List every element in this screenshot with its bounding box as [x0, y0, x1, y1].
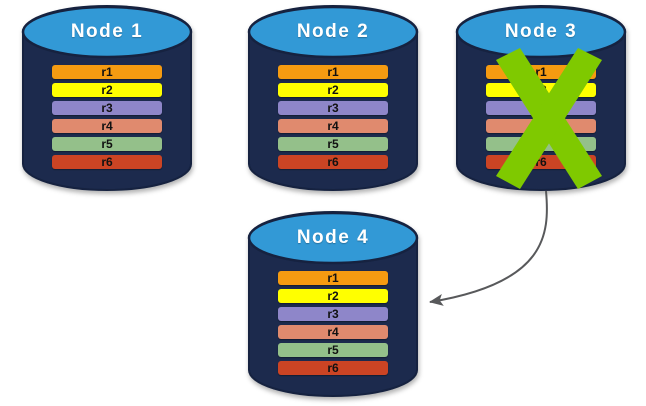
- node-4-row-r4[interactable]: r4: [278, 325, 388, 339]
- node-4-row-r1[interactable]: r1: [278, 271, 388, 285]
- node-3-row-label-r3: r3: [535, 101, 547, 115]
- node-4-row-r5[interactable]: r5: [278, 343, 388, 357]
- node-1-row-r4[interactable]: r4: [52, 119, 162, 133]
- node-1-row-label-r1: r1: [101, 65, 113, 79]
- node-2-row-label-r5: r5: [327, 137, 339, 151]
- node-4-row-label-r1: r1: [327, 271, 339, 285]
- node-1-row-label-r6: r6: [101, 155, 113, 169]
- node-2-row-r6[interactable]: r6: [278, 155, 388, 169]
- node-3-row-r5[interactable]: r5: [486, 137, 596, 151]
- node-3-row-r4[interactable]: r4: [486, 119, 596, 133]
- node-2-row-r2[interactable]: r2: [278, 83, 388, 97]
- node-4-row-r6[interactable]: r6: [278, 361, 388, 375]
- node-1-row-label-r5: r5: [101, 137, 113, 151]
- node-4-row-label-r2: r2: [327, 289, 339, 303]
- node-2-row-r1[interactable]: r1: [278, 65, 388, 79]
- node-2-rows: r1 r2 r3 r4 r5 r6: [248, 65, 418, 169]
- node-3-row-label-r6: r6: [535, 155, 547, 169]
- node-1-row-r2[interactable]: r2: [52, 83, 162, 97]
- node-1-row-label-r2: r2: [101, 83, 113, 97]
- node-1-row-label-r4: r4: [101, 119, 113, 133]
- node-3-row-label-r4: r4: [535, 119, 547, 133]
- replication-arrow-path: [429, 190, 548, 306]
- node-4-rows: r1 r2 r3 r4 r5 r6: [248, 271, 418, 375]
- node-3-row-r6[interactable]: r6: [486, 155, 596, 169]
- node-1-row-r1[interactable]: r1: [52, 65, 162, 79]
- node-1-row-r5[interactable]: r5: [52, 137, 162, 151]
- node-3-row-r1[interactable]: r1: [486, 65, 596, 79]
- node-1-row-r6[interactable]: r6: [52, 155, 162, 169]
- node-3-row-r2[interactable]: r2: [486, 83, 596, 97]
- node-4-row-r3[interactable]: r3: [278, 307, 388, 321]
- node-4-row-label-r5: r5: [327, 343, 339, 357]
- node-2-row-r5[interactable]: r5: [278, 137, 388, 151]
- node-2-row-r4[interactable]: r4: [278, 119, 388, 133]
- node-2-row-r3[interactable]: r3: [278, 101, 388, 115]
- node-2-row-label-r3: r3: [327, 101, 339, 115]
- node-4-row-label-r6: r6: [327, 361, 339, 375]
- node-3-row-label-r1: r1: [535, 65, 547, 79]
- node-4-row-label-r3: r3: [327, 307, 339, 321]
- node-2-row-label-r2: r2: [327, 83, 339, 97]
- node-2-row-label-r6: r6: [327, 155, 339, 169]
- node-3-row-label-r5: r5: [535, 137, 547, 151]
- node-3-row-r3[interactable]: r3: [486, 101, 596, 115]
- node-2-row-label-r1: r1: [327, 65, 339, 79]
- node-4-row-label-r4: r4: [327, 325, 339, 339]
- node-4-row-r2[interactable]: r2: [278, 289, 388, 303]
- node-2-row-label-r4: r4: [327, 119, 339, 133]
- node-1-row-label-r3: r3: [101, 101, 113, 115]
- node-1-rows: r1 r2 r3 r4 r5 r6: [22, 65, 192, 169]
- node-3-rows: r1 r2 r3 r4 r5 r6: [456, 65, 626, 169]
- node-3-row-label-r2: r2: [535, 83, 547, 97]
- node-1-row-r3[interactable]: r3: [52, 101, 162, 115]
